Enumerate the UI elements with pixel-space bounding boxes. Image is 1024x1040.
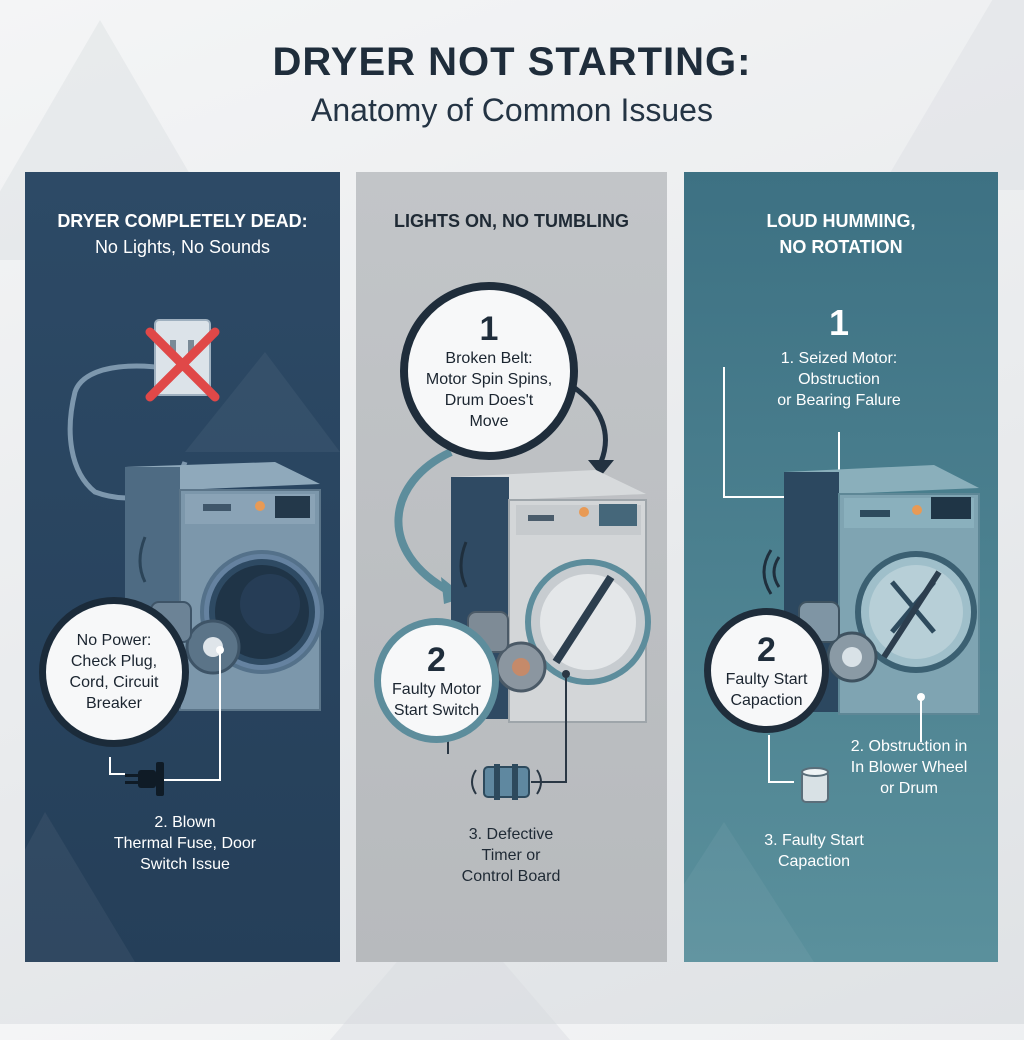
page-subtitle: Anatomy of Common Issues [311,92,713,128]
panel-dryer-dead: DRYER COMPLETELY DEAD: No Lights, No Sou… [25,172,340,962]
callout-faulty-start-capacitor: 2 Faulty Start Capaction [704,608,829,733]
dryer-icon [125,462,324,711]
callout-broken-belt: 1 Broken Belt: Motor Spin Spins, Drum Do… [400,282,578,460]
dryer-icon [762,465,980,715]
label-timer-board: 3. Defective Timer or Control Board [461,826,561,885]
page-title: DRYER NOT STARTING: [272,40,752,84]
panel-3-title: LOUD HUMMING, NO ROTATION [766,211,916,257]
panel-2-illustration [394,379,651,800]
label-faulty-start-capacitor: 3. Faulty Start Capaction [764,832,864,870]
panel-1-illustration [25,319,340,962]
panel-2-title: LIGHTS ON, NO TUMBLING [394,211,629,231]
number-1: 1 [828,302,850,343]
header: DRYER NOT STARTING: Anatomy of Common Is… [0,38,1024,130]
callout-no-power: No Power: Check Plug, Cord, Circuit Brea… [39,597,189,747]
vibration-icon [471,769,477,795]
callout-motor-start-switch: 2 Faulty Motor Start Switch [374,618,499,743]
label-blower-wheel: 2. Obstruction in In Blower Wheel or Dru… [850,738,968,797]
panel-1-title: DRYER COMPLETELY DEAD: [57,211,308,231]
capacitor-icon [801,767,829,803]
panel-3-illustration [684,367,980,962]
switch-icon [471,764,542,800]
bg-triangle [880,0,1024,190]
panel-loud-humming: LOUD HUMMING, NO ROTATION 1 1. Seized Mo… [684,172,998,962]
plug-icon [125,762,164,796]
vibration-icon [772,556,781,588]
outlet-x-icon [145,319,220,402]
label-blown-fuse: 2. Blown Thermal Fuse, Door Switch Issue [113,814,257,873]
dryer-icon [451,470,651,723]
panel-lights-on: LIGHTS ON, NO TUMBLING 1 Broken Belt: Mo… [356,172,667,962]
arrow-icon [394,448,453,596]
panel-1-subtitle: No Lights, No Sounds [94,237,271,257]
label-seized-motor: 1. Seized Motor: Obstruction or Bearing … [777,350,901,409]
